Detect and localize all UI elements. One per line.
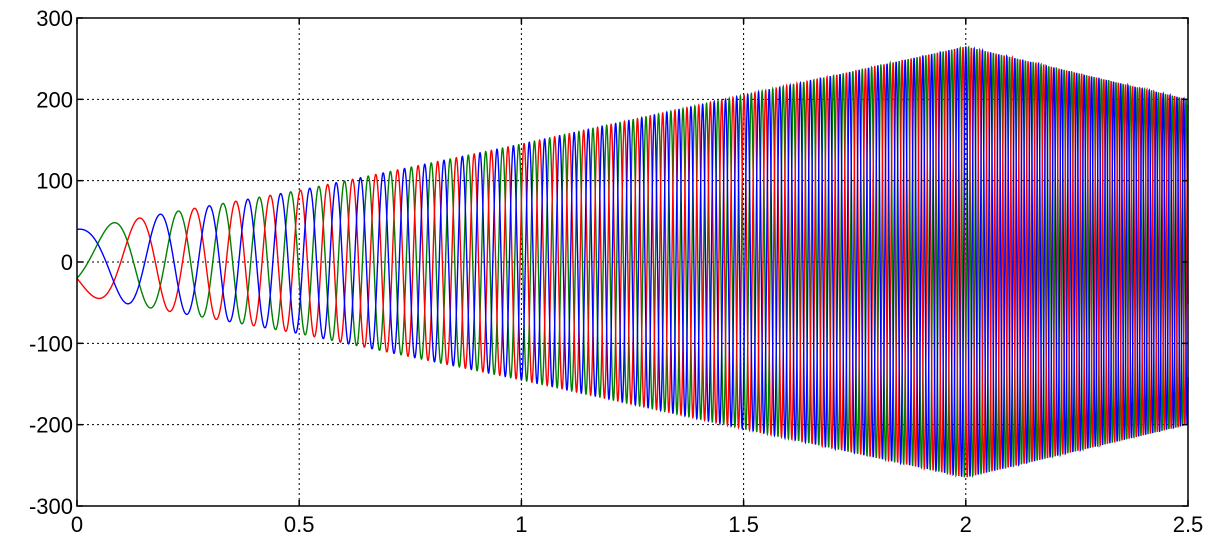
y-tick-label: 300 <box>36 6 73 31</box>
x-tick-label: 0 <box>71 512 83 537</box>
y-tick-label: 0 <box>61 250 73 275</box>
y-tick-label: 100 <box>36 169 73 194</box>
series-line <box>76 46 1189 477</box>
x-tick-label: 0.5 <box>284 512 315 537</box>
x-tick-label: 1.5 <box>728 512 759 537</box>
tick-labels: 0 0.5 1 1.5 2 2.5 300 200 100 0 -100 -200 -300 <box>29 6 1203 537</box>
series-group <box>76 45 1189 479</box>
x-tick-label: 2.5 <box>1173 512 1204 537</box>
y-tick-label: 200 <box>36 87 73 112</box>
x-tick-label: 1 <box>515 512 527 537</box>
y-tick-label: -200 <box>29 413 73 438</box>
y-tick-label: -100 <box>29 331 73 356</box>
x-tick-label: 2 <box>960 512 972 537</box>
axis-ticks <box>76 17 1189 507</box>
series-line <box>76 46 1189 478</box>
y-tick-label: -300 <box>29 494 73 519</box>
